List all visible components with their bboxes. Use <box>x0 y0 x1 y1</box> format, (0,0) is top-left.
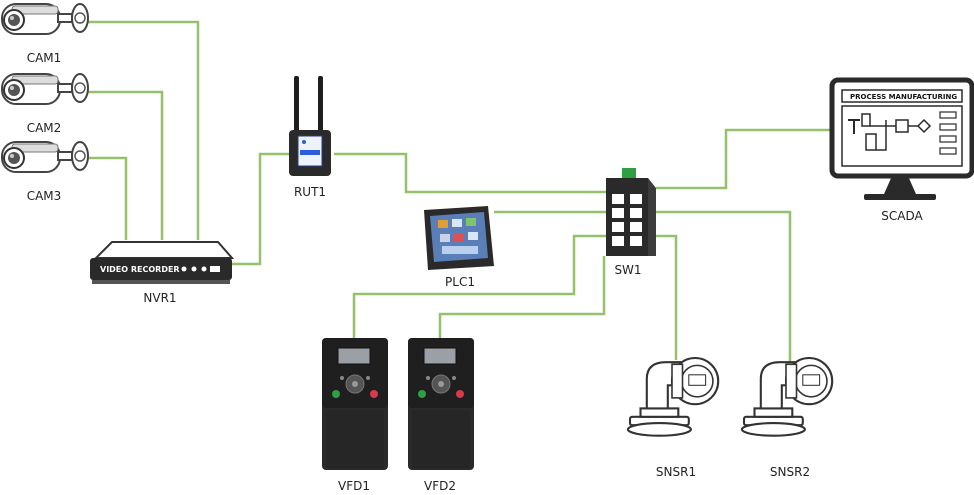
snsr2-label: SNSR2 <box>770 465 810 479</box>
link-nvr1-rut1 <box>232 152 296 266</box>
link-snsr1-sw1 <box>656 234 678 360</box>
vfd1-label: VFD1 <box>338 479 370 493</box>
vfd2[interactable] <box>407 337 475 471</box>
link-rut1-sw1 <box>334 152 608 194</box>
link-vfd2-sw1 <box>438 256 606 338</box>
cam1[interactable] <box>1 3 89 35</box>
scada[interactable]: PROCESS MANUFACTURING <box>829 77 974 200</box>
cam3-label: CAM3 <box>27 189 62 203</box>
link-group <box>86 20 836 362</box>
sw1-label: SW1 <box>614 263 641 277</box>
cam3[interactable] <box>1 141 89 173</box>
cellular-router-icon <box>289 76 331 176</box>
snsr1-label: SNSR1 <box>656 465 696 479</box>
flow-sensor-icon <box>740 356 834 437</box>
link-cam3-nvr1 <box>86 156 128 240</box>
cctv-camera-icon <box>1 141 89 173</box>
scada-label: SCADA <box>881 209 923 223</box>
sw1[interactable] <box>606 168 656 256</box>
scada-screen-title: PROCESS MANUFACTURING <box>850 93 957 101</box>
ethernet-switch-icon <box>606 168 656 256</box>
variable-frequency-drive-icon <box>321 337 389 471</box>
nvr1-label: NVR1 <box>143 291 176 305</box>
video-recorder-icon <box>90 241 235 284</box>
vfd1[interactable] <box>321 337 389 471</box>
plc1-label: PLC1 <box>445 275 475 289</box>
link-scada-sw1 <box>656 128 836 190</box>
link-snsr2-sw1 <box>656 210 792 362</box>
plc1[interactable] <box>424 206 494 270</box>
link-cam2-nvr1 <box>86 90 164 240</box>
vfd2-label: VFD2 <box>424 479 456 493</box>
cctv-camera-icon <box>1 73 89 105</box>
rut1-label: RUT1 <box>294 185 326 199</box>
nvr1[interactable]: VIDEO RECORDER <box>90 241 235 284</box>
cam2-label: CAM2 <box>27 121 62 135</box>
cam2[interactable] <box>1 73 89 105</box>
cam1-label: CAM1 <box>27 51 62 65</box>
plc-hmi-icon <box>424 206 494 270</box>
cctv-camera-icon <box>1 3 89 35</box>
flow-sensor-icon <box>626 356 720 437</box>
link-vfd1-sw1 <box>352 234 608 338</box>
link-cam1-nvr1 <box>86 20 200 240</box>
scada-monitor-icon <box>829 77 974 200</box>
snsr2[interactable] <box>740 356 834 437</box>
snsr1[interactable] <box>626 356 720 437</box>
nvr-face-text: VIDEO RECORDER <box>100 265 180 274</box>
rut1[interactable] <box>289 76 331 176</box>
variable-frequency-drive-icon <box>407 337 475 471</box>
